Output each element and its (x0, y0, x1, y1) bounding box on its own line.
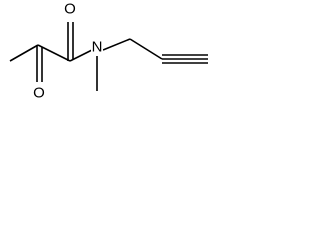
bond-propargyl-alkyne (129, 38, 163, 60)
carbonyl-oxygen-upper-label: O (64, 1, 76, 18)
oxygen-upper-mask (63, 0, 77, 17)
chemical-structure-diagram: O O N (9, 0, 208, 102)
oxygen-lower-mask (32, 84, 46, 101)
bond-amide-carbon-nitrogen (69, 49, 93, 62)
bond-group (9, 22, 208, 91)
carbonyl-oxygen-lower-label: O (33, 85, 45, 102)
bond-nitrogen-propargyl (102, 38, 131, 51)
atom-labels: O O N (32, 0, 103, 102)
bond-ketone-carbon-amide-carbon (37, 44, 71, 62)
nitrogen-mask (91, 39, 103, 56)
amide-nitrogen-label: N (92, 39, 103, 56)
bond-methyl-ketone-carbon (9, 44, 39, 62)
